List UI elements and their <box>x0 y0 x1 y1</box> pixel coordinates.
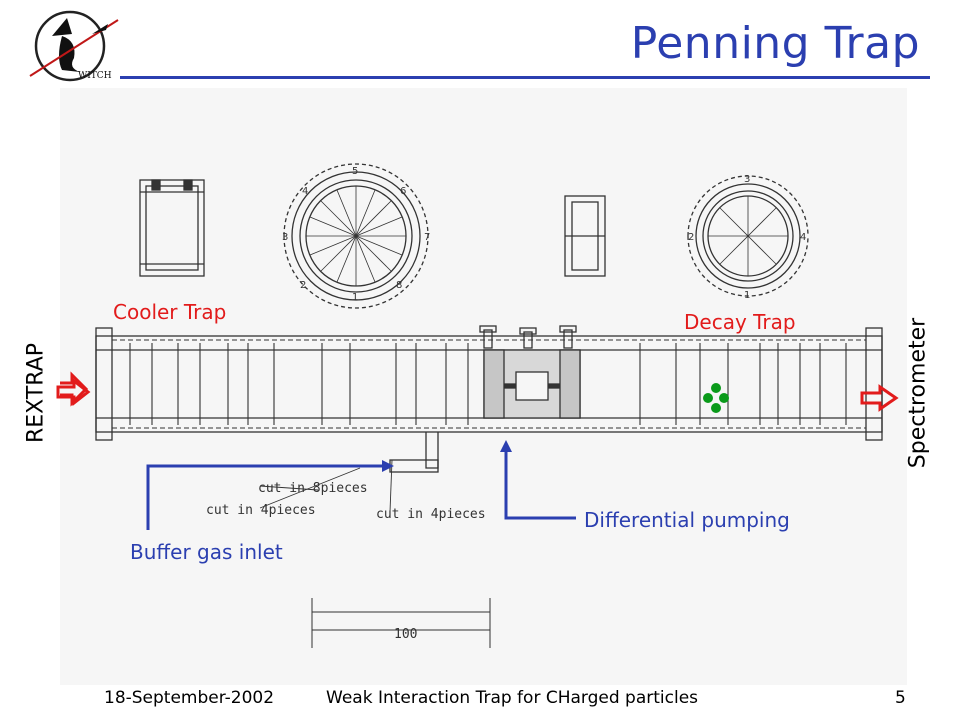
svg-text:4: 4 <box>302 186 308 197</box>
cooler-trap-label: Cooler Trap <box>113 300 227 324</box>
svg-text:7: 7 <box>424 232 430 243</box>
rextrap-label: REXTRAP <box>23 342 49 444</box>
svg-text:8: 8 <box>396 280 402 291</box>
ion-cloud-icon <box>703 383 729 413</box>
footer-date: 18-September-2002 <box>104 688 275 708</box>
svg-text:cut in 4pieces: cut in 4pieces <box>206 503 316 518</box>
spectrometer-label: Spectrometer <box>905 317 931 469</box>
svg-text:4: 4 <box>800 232 806 243</box>
svg-text:1: 1 <box>744 290 750 301</box>
footer-subtitle: Weak Interaction Trap for CHarged partic… <box>326 688 699 708</box>
svg-text:100: 100 <box>394 627 417 642</box>
witch-logo: WITCH <box>29 10 119 82</box>
penning-trap-schematic: 5 6 7 8 1 2 3 4 3 4 1 2 <box>60 163 883 648</box>
svg-text:1: 1 <box>352 292 358 303</box>
buffer-gas-inlet-label: Buffer gas inlet <box>130 540 283 564</box>
svg-text:3: 3 <box>744 174 750 185</box>
title-underline <box>120 76 930 79</box>
slide-title: Penning Trap <box>630 18 920 69</box>
rextrap-arrow-icon <box>56 378 91 406</box>
decay-trap-label: Decay Trap <box>684 310 796 334</box>
entry-arrow-icon <box>60 371 89 407</box>
technical-drawing: 5 6 7 8 1 2 3 4 3 4 1 2 <box>60 88 907 685</box>
svg-text:WITCH: WITCH <box>78 71 112 81</box>
svg-text:5: 5 <box>352 166 358 177</box>
svg-text:cut in 4pieces: cut in 4pieces <box>376 507 486 522</box>
svg-text:2: 2 <box>688 232 694 243</box>
spectrometer-arrow-icon <box>860 384 899 412</box>
svg-text:2: 2 <box>300 280 306 291</box>
differential-pumping-label: Differential pumping <box>584 508 790 532</box>
svg-text:cut in 8pieces: cut in 8pieces <box>258 481 368 496</box>
svg-text:3: 3 <box>282 232 288 243</box>
svg-text:6: 6 <box>400 186 406 197</box>
page-number: 5 <box>895 688 906 708</box>
